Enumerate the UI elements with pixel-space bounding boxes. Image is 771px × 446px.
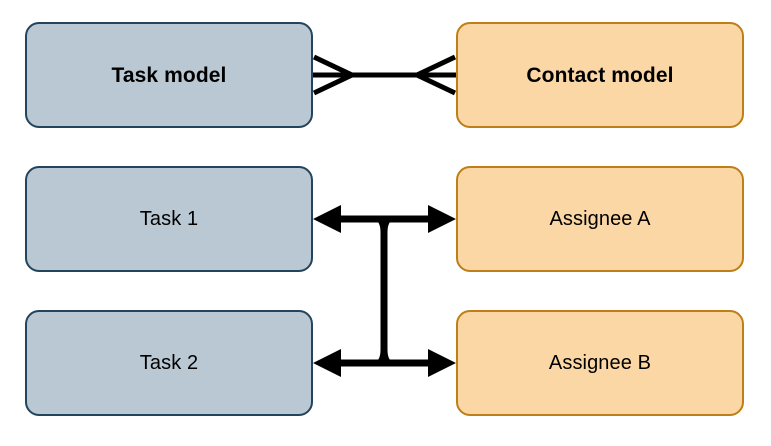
node-task-model-label: Task model: [111, 63, 227, 87]
node-task-model[interactable]: Task model: [25, 22, 313, 128]
node-assignee-a[interactable]: Assignee A: [456, 166, 744, 272]
crowsfoot-left-upper-prong: [312, 54, 354, 78]
instance-link-bottom-fillet: [371, 350, 397, 363]
instance-link-top-fillet: [371, 219, 397, 232]
task2-assignee-b-left-arrowhead: [313, 349, 341, 377]
node-contact-model[interactable]: Contact model: [456, 22, 744, 128]
crowsfoot-left-lower-prong: [312, 72, 354, 96]
connector-instance-link: [371, 219, 397, 363]
node-task-1[interactable]: Task 1: [25, 166, 313, 272]
task2-assignee-b-right-arrowhead: [428, 349, 456, 377]
crowsfoot-right-lower-prong: [415, 72, 457, 96]
connector-model-relationship: [312, 54, 457, 96]
connector-task1-assignee-a: [313, 205, 456, 233]
node-task-1-label: Task 1: [139, 208, 199, 230]
task1-assignee-a-left-arrowhead: [313, 205, 341, 233]
task1-assignee-a-right-arrowhead: [428, 205, 456, 233]
node-assignee-a-label: Assignee A: [549, 208, 651, 230]
node-assignee-b-label: Assignee B: [548, 352, 652, 374]
connector-task2-assignee-b: [313, 349, 456, 377]
node-assignee-b[interactable]: Assignee B: [456, 310, 744, 416]
node-task-2[interactable]: Task 2: [25, 310, 313, 416]
node-contact-model-label: Contact model: [526, 63, 674, 87]
node-task-2-label: Task 2: [139, 352, 199, 374]
crowsfoot-right-upper-prong: [415, 54, 457, 78]
